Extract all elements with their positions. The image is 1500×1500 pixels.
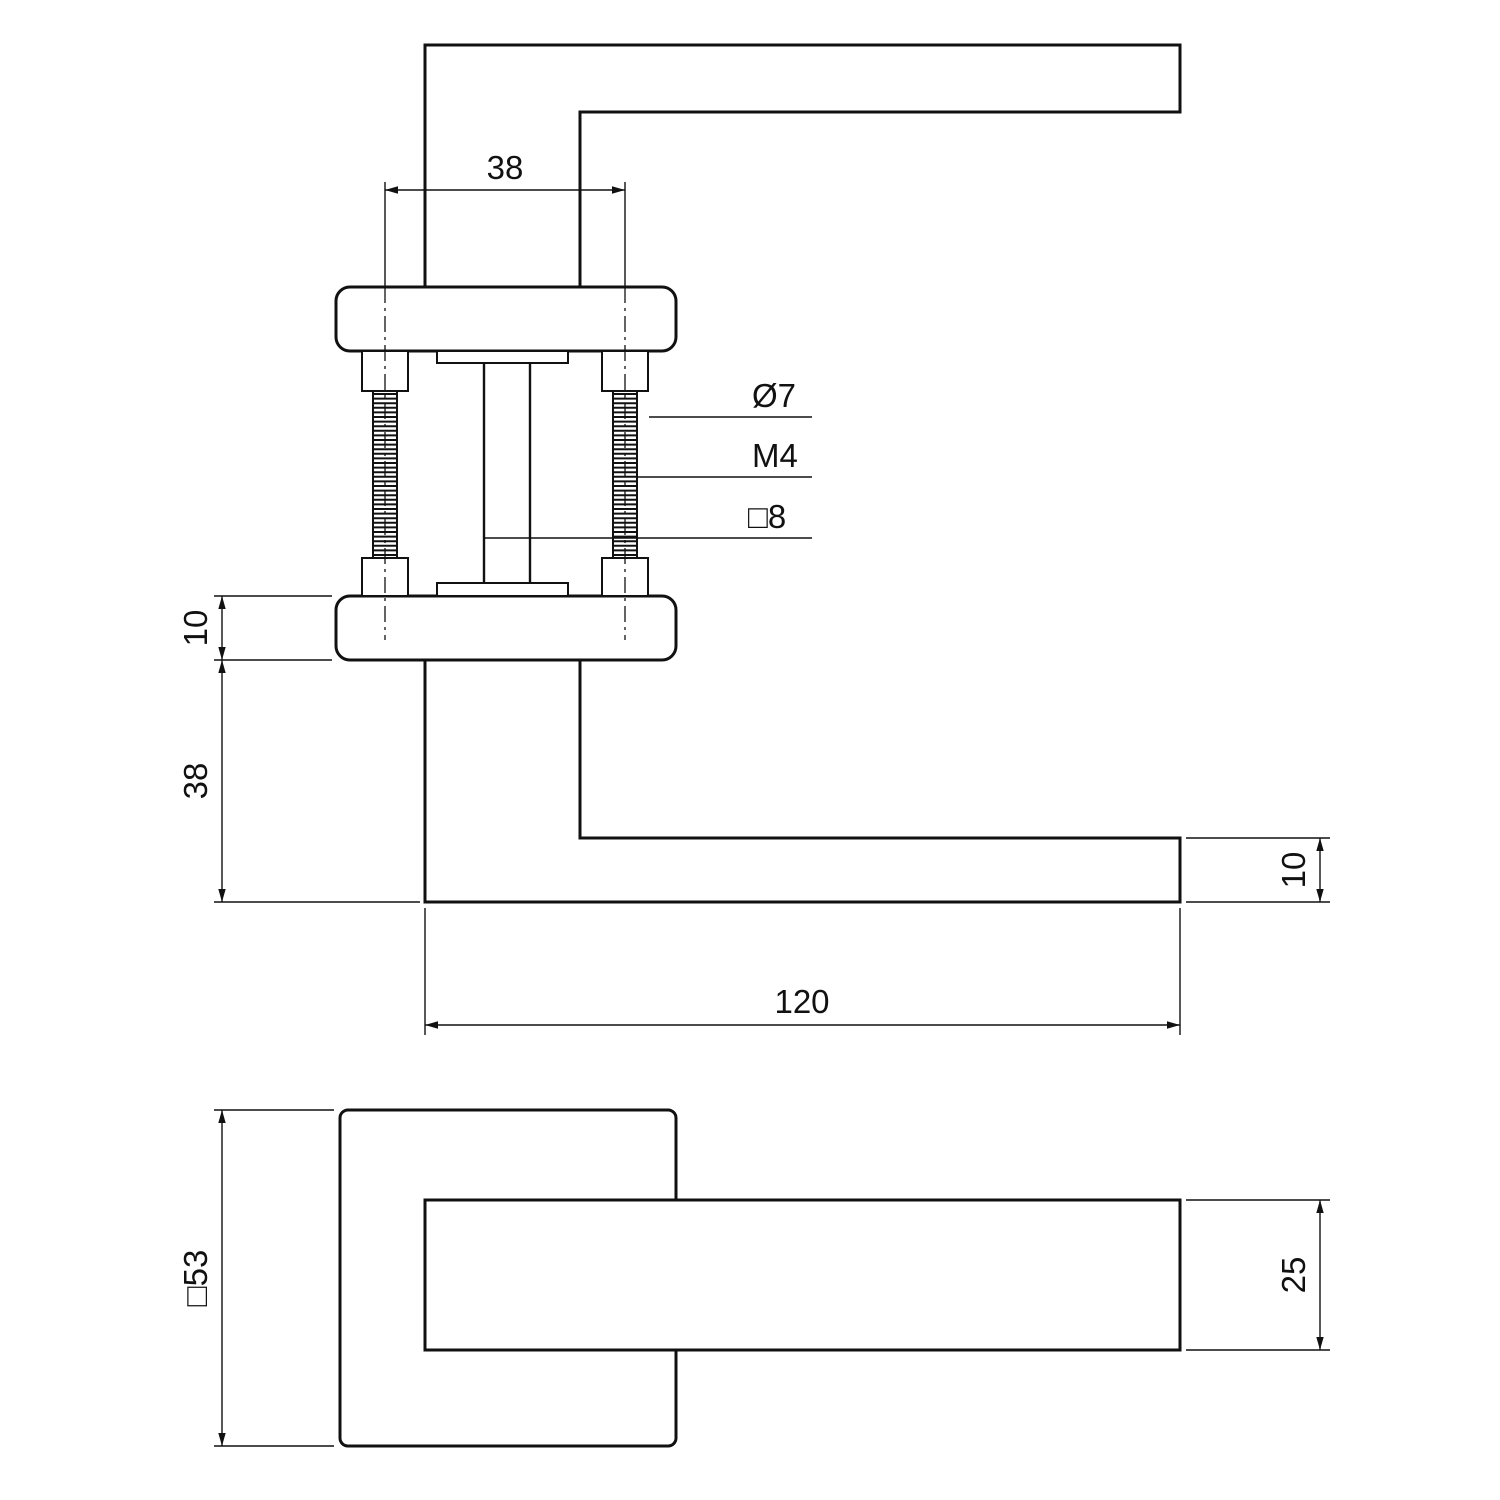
arrowhead: [612, 186, 625, 194]
dim-text-handle-drop: 38: [177, 763, 214, 800]
dim-text-lever-width: 25: [1275, 1257, 1312, 1294]
dim-text-rose-thickness: 10: [177, 610, 214, 647]
top-rose-collar: [436, 350, 569, 364]
bottom-rose-collar: [436, 582, 569, 597]
dim-text-lever-length: 120: [774, 983, 829, 1020]
arrowhead: [218, 889, 226, 902]
arrowhead: [218, 1110, 226, 1123]
arrowhead: [1316, 1200, 1324, 1213]
dimension-linework: [214, 182, 1330, 1447]
arrowhead: [1167, 1021, 1180, 1029]
spindle: [482, 351, 532, 596]
arrowhead: [218, 1433, 226, 1446]
arrowhead: [1316, 1337, 1324, 1350]
dim-text-lever-thickness: 10: [1275, 852, 1312, 889]
upper-handle-outline: [423, 43, 1182, 287]
dimension-arrowheads: [218, 186, 1324, 1446]
lower-handle-outline: [423, 660, 1182, 904]
front-view: [334, 43, 1182, 904]
label-bolt-diameter: Ø7: [752, 377, 796, 414]
lever-plan: [423, 1198, 1182, 1352]
plan-view: [338, 1108, 1182, 1448]
arrowhead: [1316, 889, 1324, 902]
arrowhead: [1316, 838, 1324, 851]
dim-text-screw-distance: 38: [487, 149, 524, 186]
label-spindle-square: □8: [748, 498, 786, 535]
arrowhead: [425, 1021, 438, 1029]
dimension-labels: 38 Ø7 M4 □8 10 38 10 120 □53 25: [177, 149, 1312, 1306]
arrowhead: [218, 596, 226, 609]
arrowhead: [218, 660, 226, 673]
arrowhead: [218, 647, 226, 660]
dim-text-rose-size: □53: [177, 1250, 214, 1307]
arrowhead: [385, 186, 398, 194]
label-thread: M4: [752, 437, 798, 474]
bolt-centerlines: [384, 287, 626, 640]
